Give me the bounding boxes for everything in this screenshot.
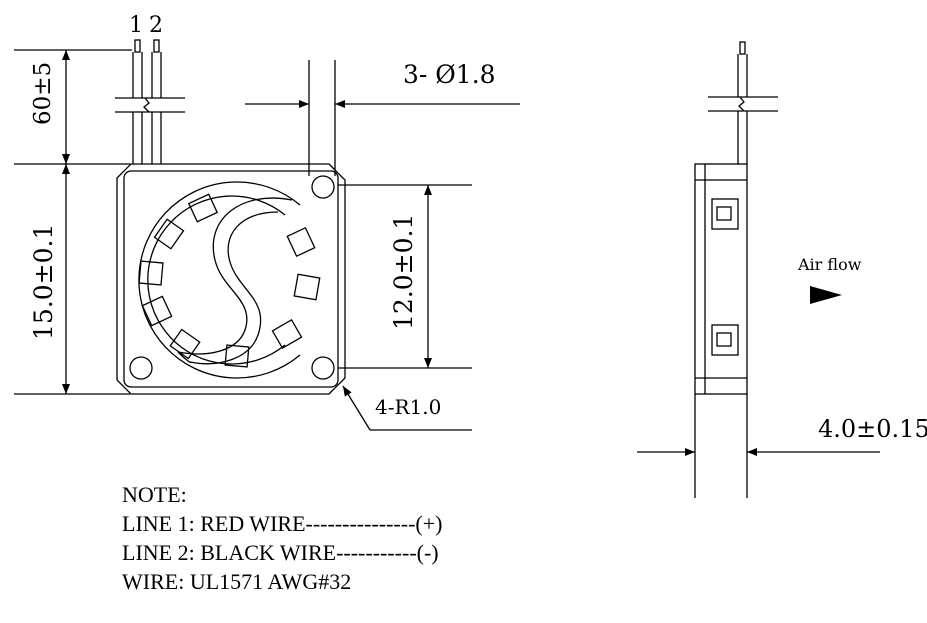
- fan-blades: [138, 193, 321, 368]
- notes-block: NOTE: LINE 1: RED WIRE---------------(+)…: [122, 480, 442, 596]
- dim-hole-pitch: 12.0±0.1: [389, 214, 418, 330]
- mounting-hole: [311, 356, 335, 380]
- side-view: [637, 41, 880, 498]
- notes-line1: LINE 1: RED WIRE---------------(+): [122, 511, 443, 536]
- wire-leads: [115, 39, 185, 164]
- dim-holes: 3- Ø1.8: [403, 60, 496, 89]
- front-dimensions: [14, 49, 520, 431]
- dim-frame-size: 15.0±0.1: [29, 224, 58, 340]
- mounting-hole: [129, 356, 153, 380]
- dim-corner-radius: 4-R1.0: [375, 395, 441, 419]
- side-body: [694, 163, 748, 395]
- fan-hub-rib: [177, 197, 293, 365]
- airflow-arrow-icon: [810, 286, 842, 304]
- dim-thickness: 4.0±0.15: [818, 415, 927, 443]
- fan-frame: [116, 163, 346, 395]
- dim-wire-length: 60±5: [30, 62, 56, 125]
- wire-label-1: 1: [129, 13, 143, 38]
- notes-wire: WIRE: UL1571 AWG#32: [122, 569, 352, 594]
- mounting-hole: [311, 175, 335, 199]
- airflow-label: Air flow: [797, 255, 862, 274]
- notes-line2: LINE 2: BLACK WIRE-----------(-): [122, 540, 439, 565]
- front-view: [115, 39, 346, 395]
- notes-title: NOTE:: [122, 482, 187, 507]
- wire-label-2: 2: [149, 13, 163, 38]
